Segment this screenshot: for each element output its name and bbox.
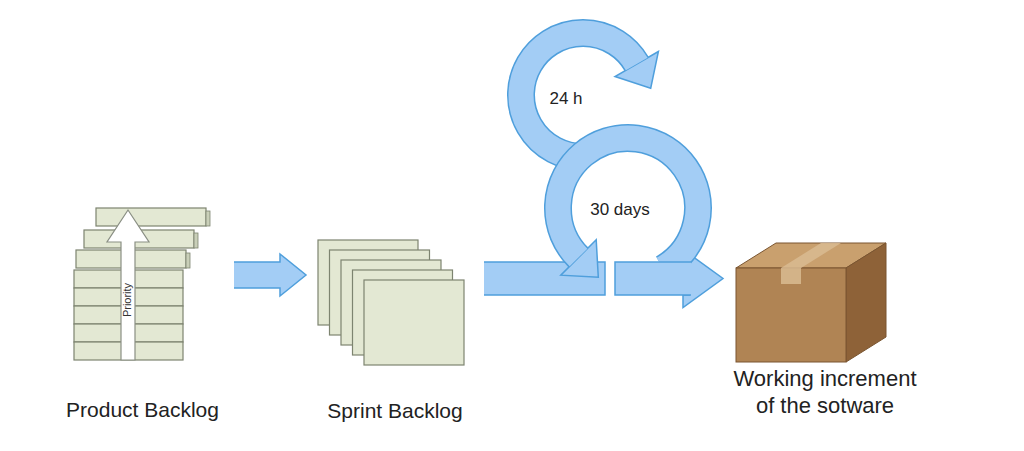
node-label: 30 days: [590, 200, 650, 221]
sprint-cycle: 30 days: [540, 128, 690, 303]
card-stack-shape: [306, 235, 484, 425]
backlog-stack-shape: [51, 200, 234, 425]
product-box: Working increment of the sotware: [723, 240, 927, 430]
axis-label: Priority: [121, 283, 134, 317]
flow-arrow: [234, 254, 306, 296]
backlog-stack: Product Backlog Priority: [51, 200, 234, 425]
node-label: Sprint Backlog: [306, 398, 484, 424]
card-stack: Sprint Backlog: [306, 235, 484, 425]
node-label: Working increment of the sotware: [723, 366, 927, 420]
node-label: 24 h: [549, 89, 582, 110]
node-label: Product Backlog: [51, 397, 234, 423]
flow-arrow: [484, 262, 540, 295]
